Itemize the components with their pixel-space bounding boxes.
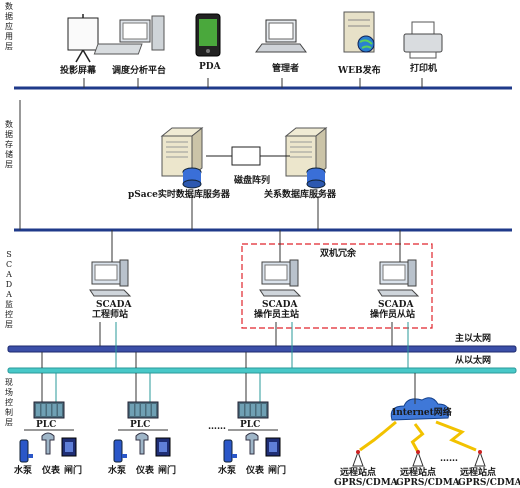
relational-db-server-icon bbox=[284, 126, 328, 189]
lightning-link-mid bbox=[410, 423, 425, 453]
field-ellipsis-label: …… bbox=[208, 422, 226, 432]
plc-label-0: PLC bbox=[36, 420, 57, 430]
gate-icon-0 bbox=[61, 437, 77, 457]
redundancy-box bbox=[241, 243, 433, 329]
lightning-link-right bbox=[435, 420, 477, 452]
pda-label: PDA bbox=[199, 62, 221, 72]
engineer-station-icon bbox=[89, 259, 132, 297]
backup-ethernet-bus bbox=[7, 367, 517, 374]
layer-label-app: 数据应用层 bbox=[5, 2, 13, 51]
pda-icon bbox=[195, 13, 221, 57]
layer-label-storage: 数据存储层 bbox=[5, 120, 13, 169]
engineer-station-sub: 工程师站 bbox=[92, 310, 129, 320]
pump-label-2: 水泵 bbox=[218, 466, 237, 476]
valve-label-2: 闸门 bbox=[268, 466, 287, 476]
plc-label-2: PLC bbox=[240, 420, 261, 430]
operator-main-sub: 操作员主站 bbox=[254, 310, 300, 320]
laptop-icon bbox=[255, 19, 307, 53]
main-ethernet-bus bbox=[7, 345, 517, 353]
realtime-db-server-icon bbox=[160, 126, 204, 189]
remote-station-label-1: 远程站点 bbox=[340, 468, 377, 478]
web-server-icon bbox=[343, 11, 375, 53]
plc-rack-icon-2 bbox=[237, 401, 269, 419]
remote-station-label-3: 远程站点 bbox=[460, 468, 497, 478]
valve-label-1: 闸门 bbox=[158, 466, 177, 476]
main-ethernet-label: 主以太网 bbox=[455, 334, 492, 344]
meter-label-2: 仪表 bbox=[246, 466, 265, 476]
web-label: WEB发布 bbox=[338, 66, 381, 76]
operator-main-title: SCADA bbox=[262, 300, 298, 310]
pump-label-1: 水泵 bbox=[108, 466, 127, 476]
meter-icon-0 bbox=[41, 432, 55, 455]
valve-label-0: 闸门 bbox=[64, 466, 83, 476]
raid-label: 磁盘阵列 bbox=[234, 176, 271, 186]
relational-server-label: 关系数据库服务器 bbox=[264, 190, 337, 200]
internet-cloud-icon bbox=[390, 397, 450, 421]
printer-label: 打印机 bbox=[410, 64, 438, 74]
projector-screen-icon bbox=[67, 14, 99, 63]
gprs-label-3: GPRS/CDMA bbox=[458, 478, 520, 488]
backup-ethernet-label: 从以太网 bbox=[455, 356, 492, 366]
remote-ellipsis-label: …… bbox=[440, 454, 458, 464]
operator-backup-station-icon bbox=[377, 259, 420, 297]
meter-label-0: 仪表 bbox=[42, 466, 61, 476]
printer-icon bbox=[403, 21, 443, 59]
remote-tower-icon-2 bbox=[412, 450, 424, 467]
engineer-station-title: SCADA bbox=[96, 300, 132, 310]
gprs-label-1: GPRS/CDMA bbox=[334, 478, 398, 488]
meter-label-1: 仪表 bbox=[136, 466, 155, 476]
layer-label-scada: SCADA监控层 bbox=[5, 250, 13, 329]
layer-label-field: 现场控制层 bbox=[5, 378, 13, 427]
plc-label-1: PLC bbox=[130, 420, 151, 430]
gate-icon-1 bbox=[155, 437, 171, 457]
water-pump-icon-1 bbox=[113, 439, 127, 463]
water-pump-icon-2 bbox=[223, 439, 237, 463]
pump-label-0: 水泵 bbox=[14, 466, 33, 476]
projector-label: 投影屏幕 bbox=[60, 66, 97, 76]
manager-label: 管理者 bbox=[272, 64, 300, 74]
remote-tower-icon-1 bbox=[352, 450, 364, 467]
operator-main-station-icon bbox=[259, 259, 302, 297]
plc-rack-icon-0 bbox=[33, 401, 65, 419]
operator-backup-title: SCADA bbox=[378, 300, 414, 310]
meter-icon-1 bbox=[135, 432, 149, 455]
operator-backup-sub: 操作员从站 bbox=[370, 310, 416, 320]
realtime-server-label: pSace实时数据库服务器 bbox=[128, 190, 230, 200]
dispatch-workstation-icon bbox=[93, 15, 165, 55]
gprs-label-2: GPRS/CDMA bbox=[396, 478, 460, 488]
remote-station-label-2: 远程站点 bbox=[400, 468, 437, 478]
gate-icon-2 bbox=[265, 437, 281, 457]
internet-label: Internet网络 bbox=[392, 408, 452, 418]
lightning-link-left bbox=[359, 420, 397, 452]
redundancy-label: 双机冗余 bbox=[320, 249, 357, 259]
meter-icon-2 bbox=[245, 432, 259, 455]
workstation-label: 调度分析平台 bbox=[112, 66, 167, 76]
plc-rack-icon-1 bbox=[127, 401, 159, 419]
remote-tower-icon-3 bbox=[474, 450, 486, 467]
water-pump-icon-0 bbox=[19, 439, 33, 463]
